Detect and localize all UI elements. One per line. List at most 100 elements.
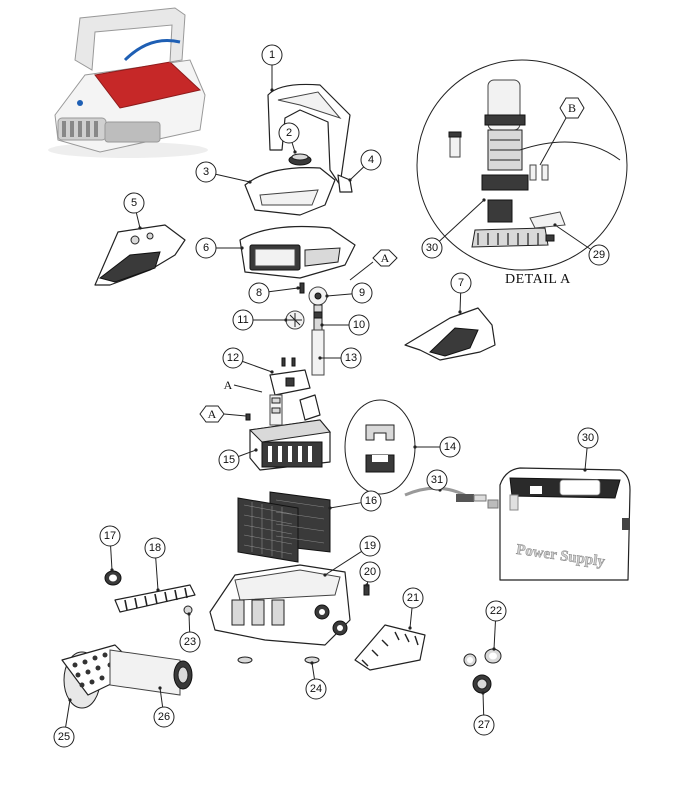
callout-number: 9 [359,287,365,299]
callout-circle [348,314,370,336]
callout-number: 26 [158,711,170,723]
hex-marker-a-top-label: A [381,251,390,265]
callout-circle [248,282,270,304]
part-12-bracket [269,357,311,396]
callout-leader-end [270,370,274,374]
callout-number: 17 [104,530,116,542]
callout-circle [195,237,217,259]
callout-circle [359,535,381,557]
callout-leader-end [492,647,496,651]
part-5-side-panel [94,224,186,286]
callout-17: 17 [99,525,121,572]
callout-leader-end [481,691,485,695]
callout-7: 7 [450,272,472,314]
hex-marker-a-left-label: A [208,407,217,421]
callout-circle [360,490,382,512]
part-4-clip [337,174,353,193]
callout-leader-end [328,506,332,510]
part-1-handle [267,83,351,186]
callout-number: 13 [345,352,357,364]
callout-leader [135,212,141,229]
part-14-filter-clips [344,399,416,495]
part-27-wheel [472,674,492,694]
callout-circle [402,587,424,609]
callout-number: 16 [365,495,377,507]
detail-a-view [416,59,628,271]
callout-circle [153,706,175,728]
callout-leader-end [270,88,274,92]
callout-number: 2 [286,127,292,139]
callout-20: 20 [359,561,381,587]
callout-number: 23 [184,636,196,648]
callout-circle [473,714,495,736]
callout-leader [324,550,362,576]
callout-circle [261,44,283,66]
callout-leader [311,662,315,680]
callout-circle [218,449,240,471]
callout-leader-end [240,246,244,250]
callout-circle [278,122,300,144]
callout-8: 8 [248,282,300,304]
callout-number: 21 [407,592,419,604]
callout-circle [232,309,254,331]
callout-29: 29 [553,223,610,266]
callout-number: 20 [364,566,376,578]
part-24-pins [237,656,320,664]
callout-number: 31 [431,474,443,486]
callout-leader-end [320,323,324,327]
callout-leader [268,287,299,293]
callout-leader [215,173,251,183]
callout-circle [222,347,244,369]
callout-number: 24 [310,683,322,695]
callout-number: 3 [203,166,209,178]
callout-leader [409,607,413,629]
hex-marker-b: B [539,97,585,166]
callout-number: 10 [353,319,365,331]
part-19-chassis [209,564,351,646]
callout-leader [242,360,273,373]
callout-leader-end [325,294,329,298]
callout-leader [65,699,71,728]
callout-14: 14 [413,436,461,458]
callout-circle [195,161,217,183]
part-21-track-belt [354,624,426,671]
callout-leader-end [248,180,252,184]
callout-9: 9 [325,282,373,304]
part-3-top-cover [244,167,336,216]
callout-22: 22 [485,600,507,651]
callout-circle [123,192,145,214]
callout-15: 15 [218,448,258,471]
callout-leader-end [254,448,258,452]
callout-number: 4 [368,154,374,166]
callout-number: 7 [458,277,464,289]
part-31-cable [404,486,487,502]
callout-leader [155,557,159,591]
callout-circle [351,282,373,304]
hex-marker-b-label: B [568,101,576,115]
callout-leader-end [156,588,160,592]
callout-30: 30 [577,427,599,472]
callout-leader [439,199,485,242]
callout-4: 4 [348,149,382,182]
callout-leader-end [583,468,587,472]
part-2-knob [288,153,312,166]
part-10-shaft [311,304,325,376]
callout-number: 30 [426,242,438,254]
callout-leader [584,447,588,471]
callout-18: 18 [144,537,166,592]
callout-leader [349,166,365,181]
callout-leader-end [413,445,417,449]
callout-5: 5 [123,192,145,230]
callout-leader [554,224,592,250]
callout-leader-end [482,198,486,202]
callout-number: 18 [149,542,161,554]
callout-circle [450,272,472,294]
callout-leader [482,692,485,716]
callout-30: 30 [421,198,486,259]
callout-26: 26 [153,686,175,728]
callout-circle [421,237,443,259]
callout-circle [360,149,382,171]
callout-6: 6 [195,237,244,259]
